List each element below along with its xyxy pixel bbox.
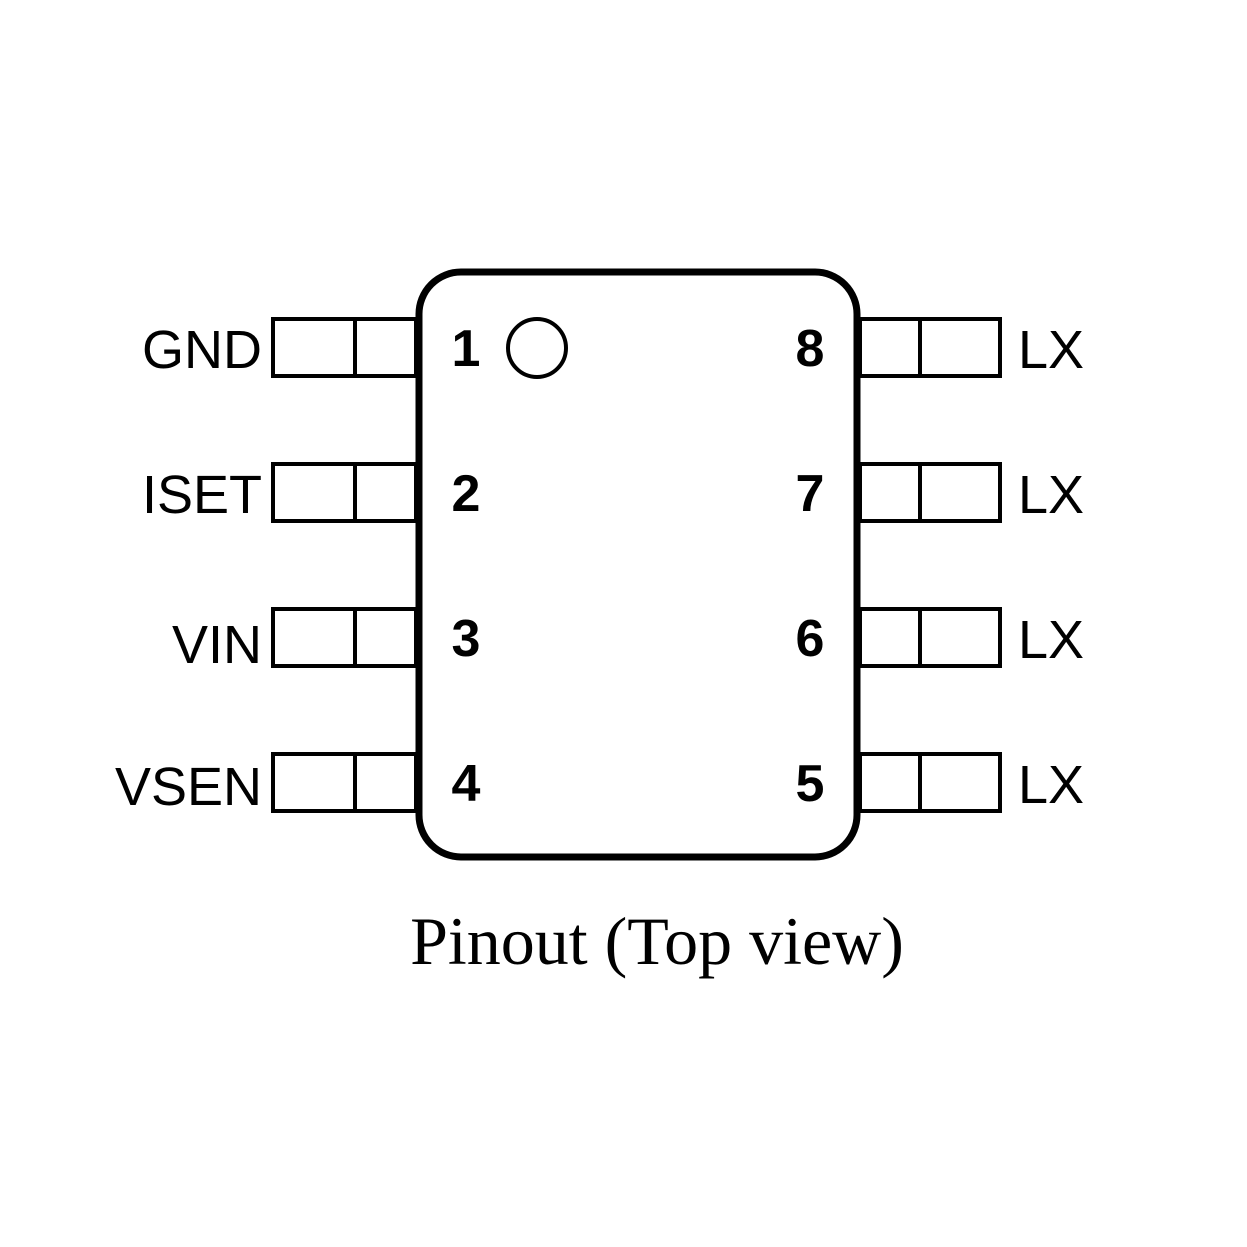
pin-5-name: LX [1018, 755, 1084, 815]
pin-3-number: 3 [452, 610, 481, 668]
pin-4-name: VSEN [115, 757, 262, 817]
left-pin-3-lead [271, 607, 418, 668]
pin-8-number: 8 [796, 320, 825, 378]
pin-6-name: LX [1018, 610, 1084, 670]
pin-5-number: 5 [796, 755, 825, 813]
pin-4-number: 4 [452, 755, 481, 813]
left-pin-1-lead [271, 317, 418, 378]
pin-6-number: 6 [796, 610, 825, 668]
right-pin-5-lead [858, 752, 1002, 813]
pin-8-name: LX [1018, 320, 1084, 380]
left-pin-2-lead [271, 462, 418, 523]
pin-2-number: 2 [452, 465, 481, 523]
pin-1-indicator-circle [506, 317, 568, 379]
left-pin-4-lead [271, 752, 418, 813]
pin-7-number: 7 [796, 465, 825, 523]
diagram-caption: Pinout (Top view) [410, 903, 904, 979]
pin-7-name: LX [1018, 465, 1084, 525]
right-pin-8-lead [858, 317, 1002, 378]
pin-3-name: VIN [172, 615, 262, 675]
right-pin-6-lead [858, 607, 1002, 668]
pin-2-name: ISET [142, 465, 262, 525]
pin-1-name: GND [142, 320, 262, 380]
pin-1-number: 1 [452, 320, 481, 378]
right-pin-7-lead [858, 462, 1002, 523]
chip-body [415, 268, 861, 861]
